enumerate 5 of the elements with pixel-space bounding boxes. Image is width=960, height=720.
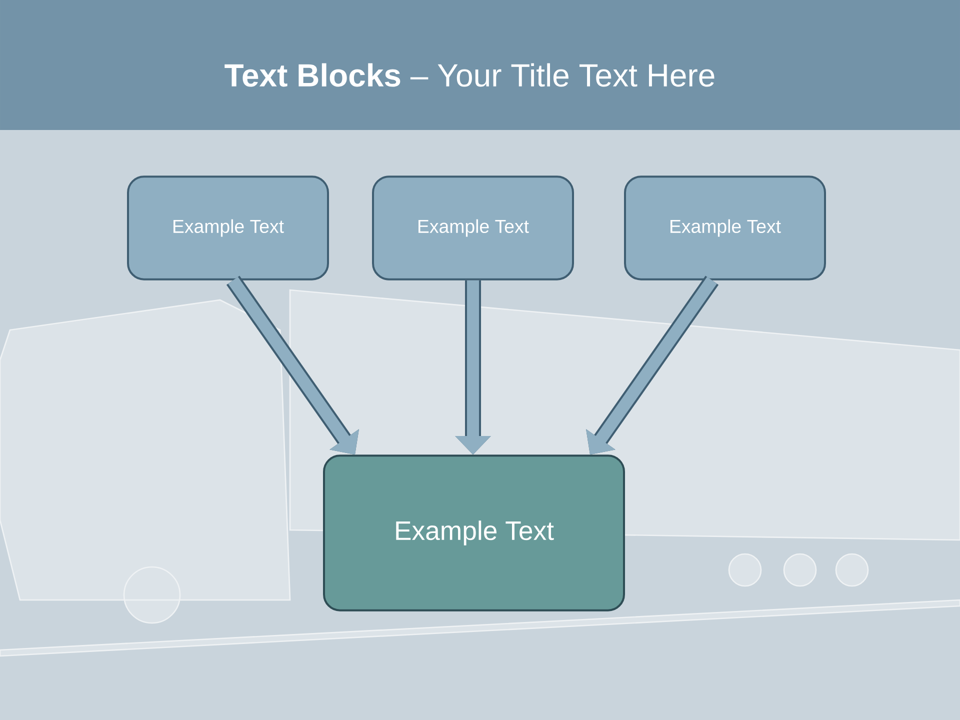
result-box: Example Text xyxy=(323,454,625,612)
text-box: Example Text xyxy=(624,176,826,280)
text-box: Example Text xyxy=(127,176,329,280)
text-box: Example Text xyxy=(372,176,574,280)
title: Text Blocks – Your Title Text Here xyxy=(224,63,714,87)
